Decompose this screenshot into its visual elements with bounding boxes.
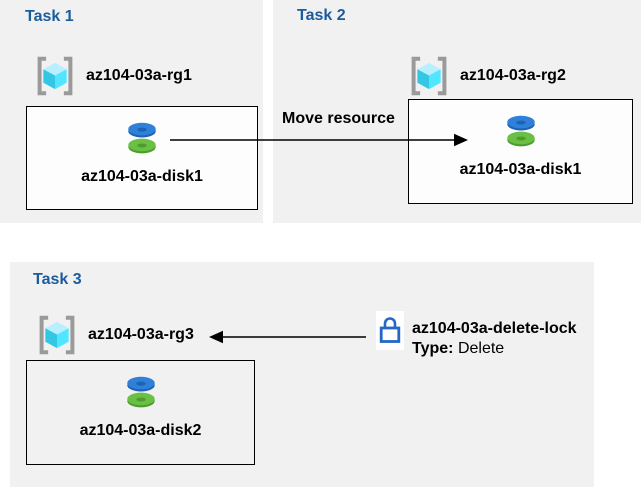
- disk-label: az104-03a-disk1: [459, 161, 582, 178]
- task2-panel: Task 2 az104-03a-rg2: [273, 0, 641, 223]
- task2-resource-box: az104-03a-disk1: [408, 99, 633, 204]
- lock-label-group: az104-03a-delete-lock Type: Delete: [412, 320, 577, 358]
- task1-title: Task 1: [25, 8, 74, 25]
- lock-type-label: Type:: [412, 340, 454, 357]
- disk-label: az104-03a-disk2: [79, 422, 202, 439]
- lock-type: Type: Delete: [412, 340, 577, 358]
- task1-resource-box: az104-03a-disk1: [26, 106, 258, 210]
- disk-icon: [502, 112, 540, 153]
- resource-group-label: az104-03a-rg3: [88, 326, 194, 343]
- disk-icon: [123, 119, 161, 160]
- task1-panel: Task 1 az104-03a-rg1: [0, 0, 263, 223]
- resource-group-label: az104-03a-rg1: [86, 67, 192, 84]
- disk-label: az104-03a-disk1: [81, 168, 203, 185]
- resource-group-icon: [408, 55, 450, 97]
- task2-resource-group: az104-03a-rg2: [408, 55, 566, 97]
- resource-group-icon: [36, 314, 78, 356]
- task3-panel: Task 3 az104-03a-rg3: [10, 262, 594, 487]
- lock-icon: [376, 311, 404, 350]
- task3-resource-box: az104-03a-disk2: [26, 360, 255, 465]
- resource-group-icon: [34, 55, 76, 97]
- resource-group-label: az104-03a-rg2: [460, 67, 566, 84]
- disk-icon: [122, 373, 160, 414]
- move-resource-label: Move resource: [282, 110, 395, 127]
- task3-title: Task 3: [33, 271, 82, 288]
- task2-title: Task 2: [297, 7, 346, 24]
- task1-resource-group: az104-03a-rg1: [34, 55, 192, 97]
- lock-type-value: Delete: [457, 340, 505, 357]
- lock-name: az104-03a-delete-lock: [412, 320, 577, 337]
- task3-resource-group: az104-03a-rg3: [36, 314, 194, 356]
